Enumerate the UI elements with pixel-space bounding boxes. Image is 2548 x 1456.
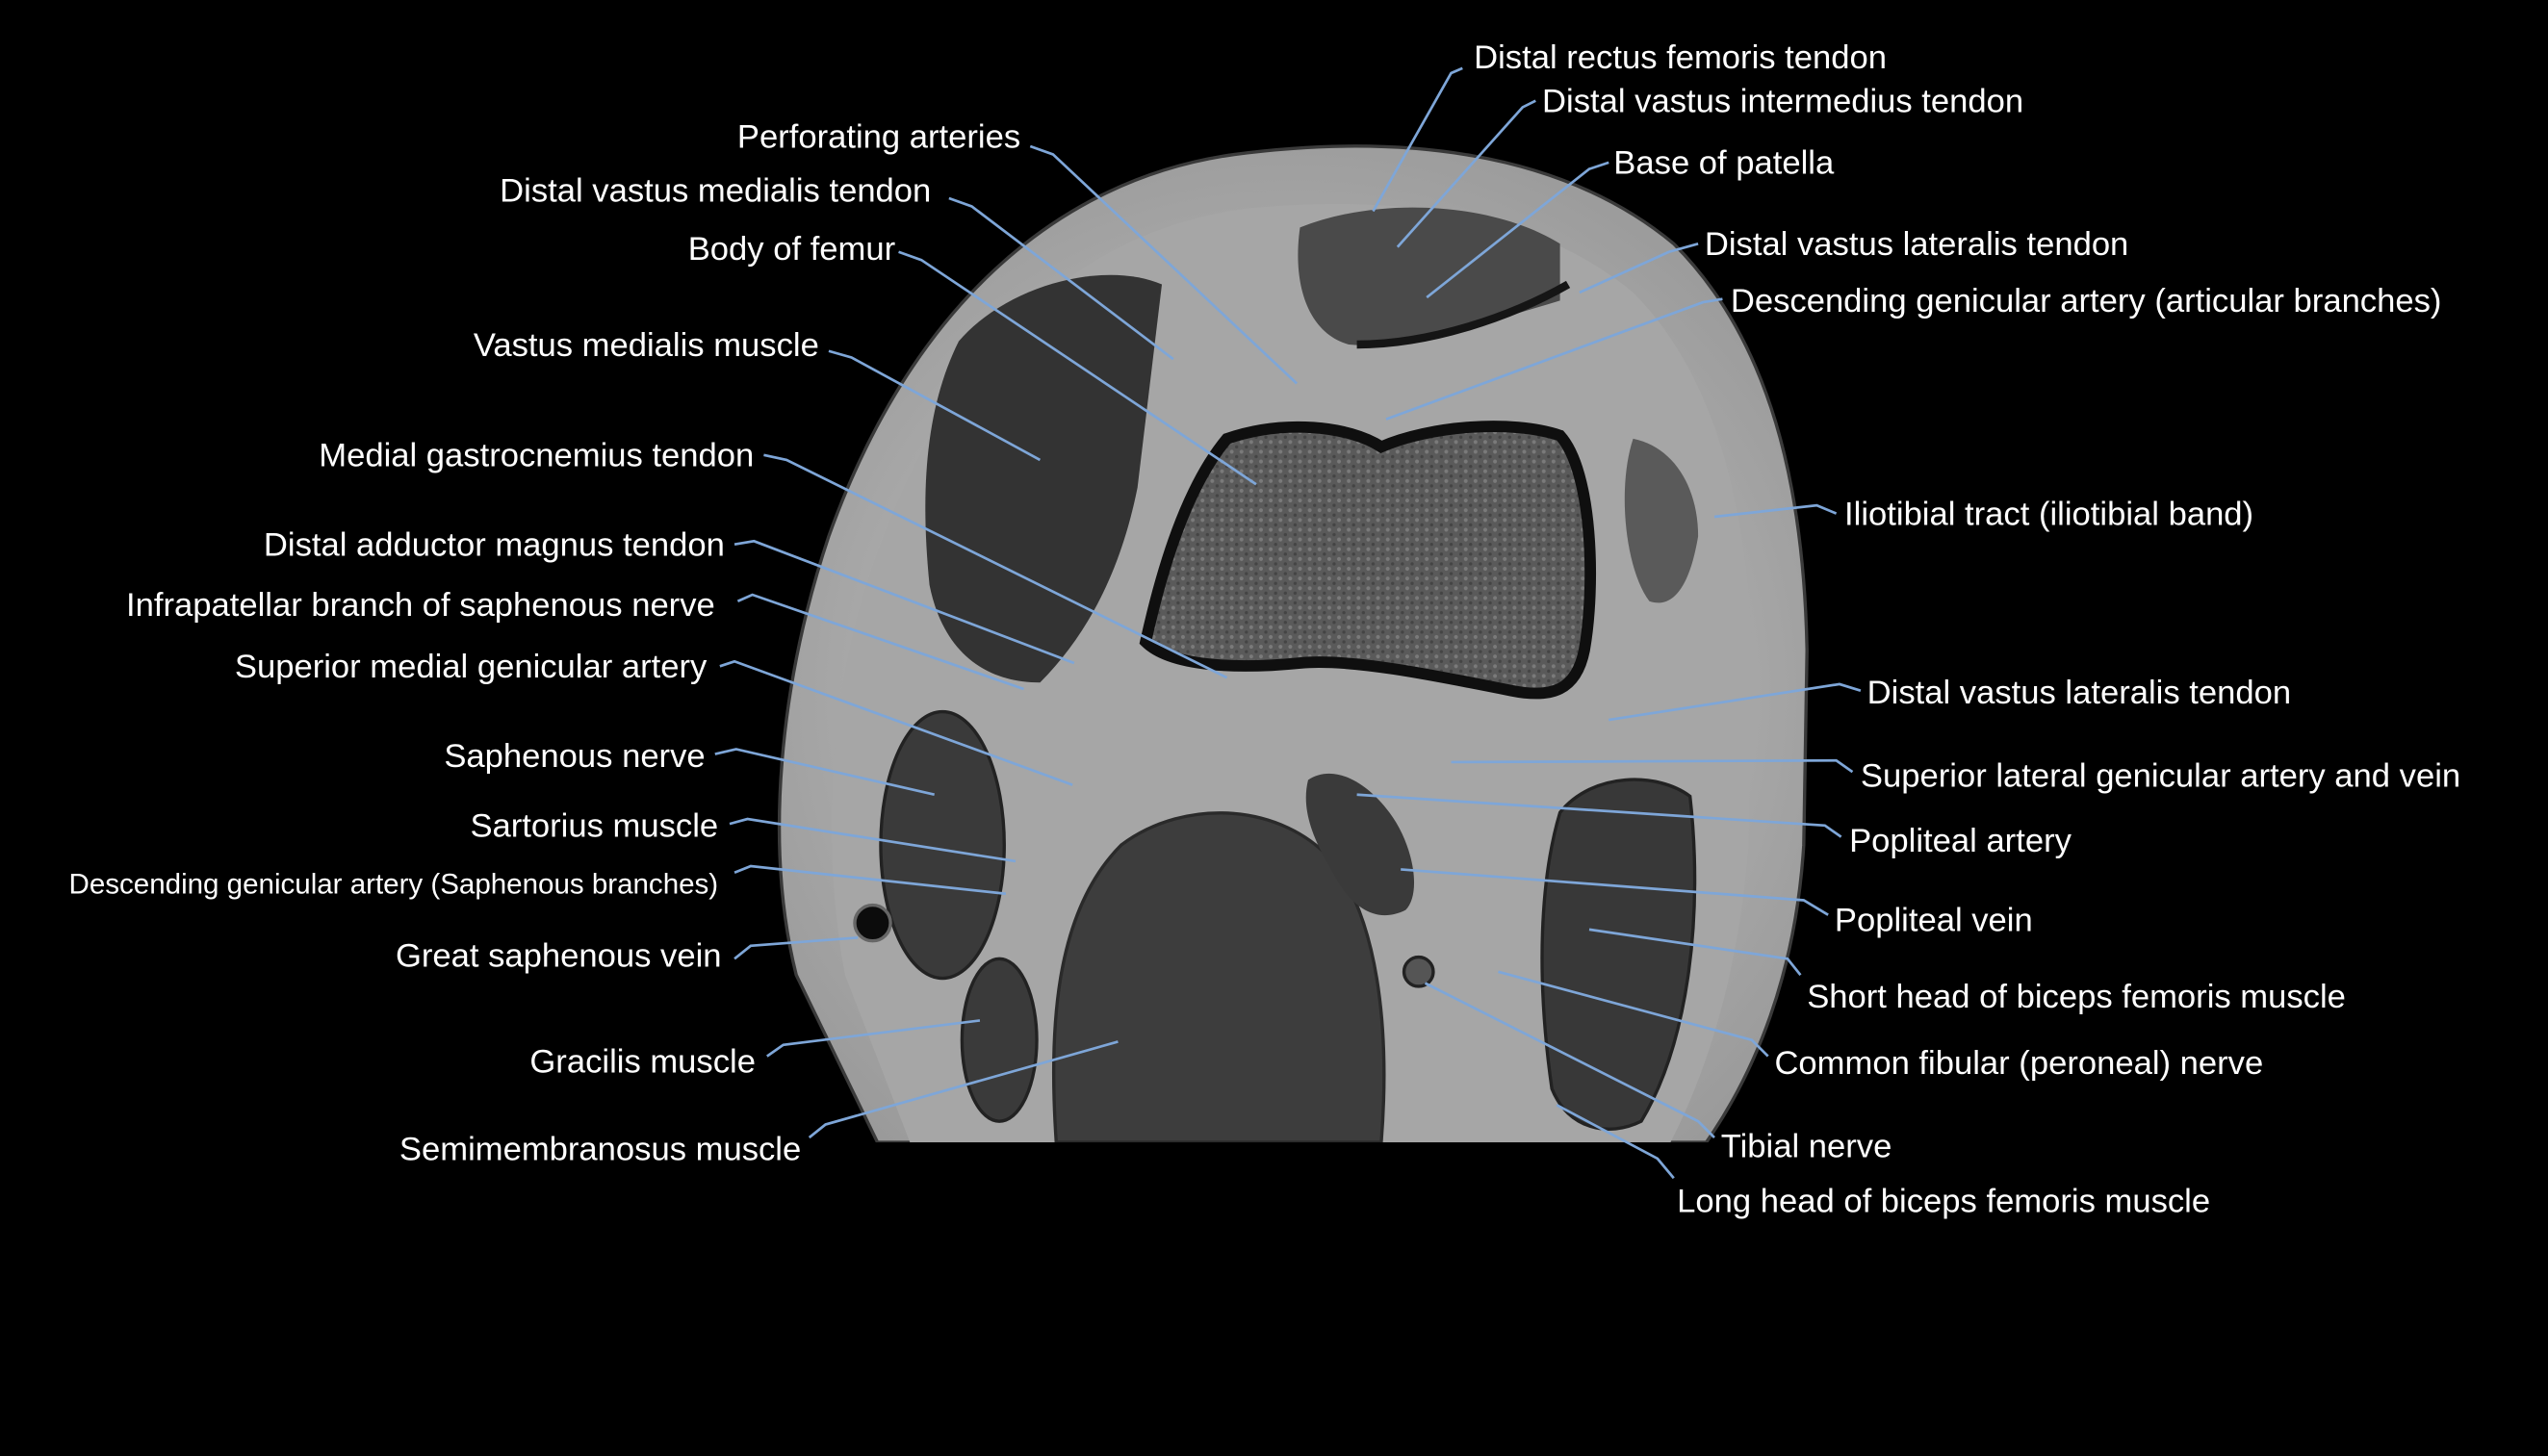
- right-labels: Distal rectus femoris tendon Distal vast…: [1474, 39, 2460, 1220]
- label-perforating-arteries: Perforating arteries: [737, 119, 1020, 156]
- semimembranosus: [1051, 811, 1386, 1144]
- label-long-head-biceps-femoris: Long head of biceps femoris muscle: [1677, 1184, 2210, 1220]
- label-distal-vastus-lateralis-tendon-upper: Distal vastus lateralis tendon: [1705, 226, 2128, 263]
- label-common-fibular-nerve: Common fibular (peroneal) nerve: [1774, 1045, 2263, 1082]
- mri-image: [777, 144, 1809, 1151]
- label-descending-genicular-artery-articular: Descending genicular artery (articular b…: [1731, 283, 2442, 319]
- leader-lines: [714, 66, 1862, 1180]
- label-body-of-femur: Body of femur: [688, 231, 895, 268]
- lateral-tendon-area: [1624, 438, 1699, 603]
- label-infrapatellar-branch-saphenous-nerve: Infrapatellar branch of saphenous nerve: [126, 587, 715, 624]
- label-popliteal-vein: Popliteal vein: [1835, 903, 2033, 939]
- gracilis: [960, 957, 1039, 1123]
- label-great-saphenous-vein: Great saphenous vein: [396, 938, 722, 975]
- label-superior-lateral-genicular-artery-vein: Superior lateral genicular artery and ve…: [1861, 757, 2460, 794]
- label-gracilis-muscle: Gracilis muscle: [529, 1043, 756, 1080]
- label-descending-genicular-artery-saphenous: Descending genicular artery (Saphenous b…: [69, 869, 719, 901]
- label-distal-vastus-lateralis-tendon-lower: Distal vastus lateralis tendon: [1867, 675, 2291, 711]
- femur: [1139, 421, 1597, 700]
- patella-region: [1298, 207, 1560, 345]
- label-base-of-patella: Base of patella: [1613, 145, 1835, 182]
- label-medial-gastrocnemius-tendon: Medial gastrocnemius tendon: [319, 438, 754, 474]
- biceps-femoris: [1540, 778, 1697, 1131]
- tibial-nerve-structure: [1402, 955, 1435, 988]
- label-distal-vastus-medialis-tendon: Distal vastus medialis tendon: [500, 172, 931, 209]
- label-sartorius-muscle: Sartorius muscle: [470, 808, 718, 845]
- label-tibial-nerve: Tibial nerve: [1721, 1128, 1892, 1164]
- label-short-head-biceps-femoris: Short head of biceps femoris muscle: [1807, 979, 2346, 1015]
- vastus-medialis: [925, 274, 1163, 683]
- great-saphenous-vein: [853, 903, 892, 943]
- label-popliteal-artery: Popliteal artery: [1849, 823, 2072, 859]
- left-labels: Perforating arteries Distal vastus media…: [69, 119, 1021, 1168]
- label-semimembranosus-muscle: Semimembranosus muscle: [399, 1132, 801, 1168]
- label-iliotibial-tract: Iliotibial tract (iliotibial band): [1844, 496, 2253, 532]
- label-superior-medial-genicular-artery: Superior medial genicular artery: [235, 649, 708, 685]
- sartorius: [879, 709, 1006, 981]
- label-distal-rectus-femoris-tendon: Distal rectus femoris tendon: [1474, 39, 1887, 76]
- label-distal-adductor-magnus-tendon: Distal adductor magnus tendon: [264, 527, 725, 564]
- label-saphenous-nerve: Saphenous nerve: [444, 738, 705, 775]
- popliteal-vessels: [1305, 773, 1415, 916]
- label-distal-vastus-intermedius-tendon: Distal vastus intermedius tendon: [1542, 84, 2023, 120]
- label-vastus-medialis-muscle: Vastus medialis muscle: [474, 327, 819, 364]
